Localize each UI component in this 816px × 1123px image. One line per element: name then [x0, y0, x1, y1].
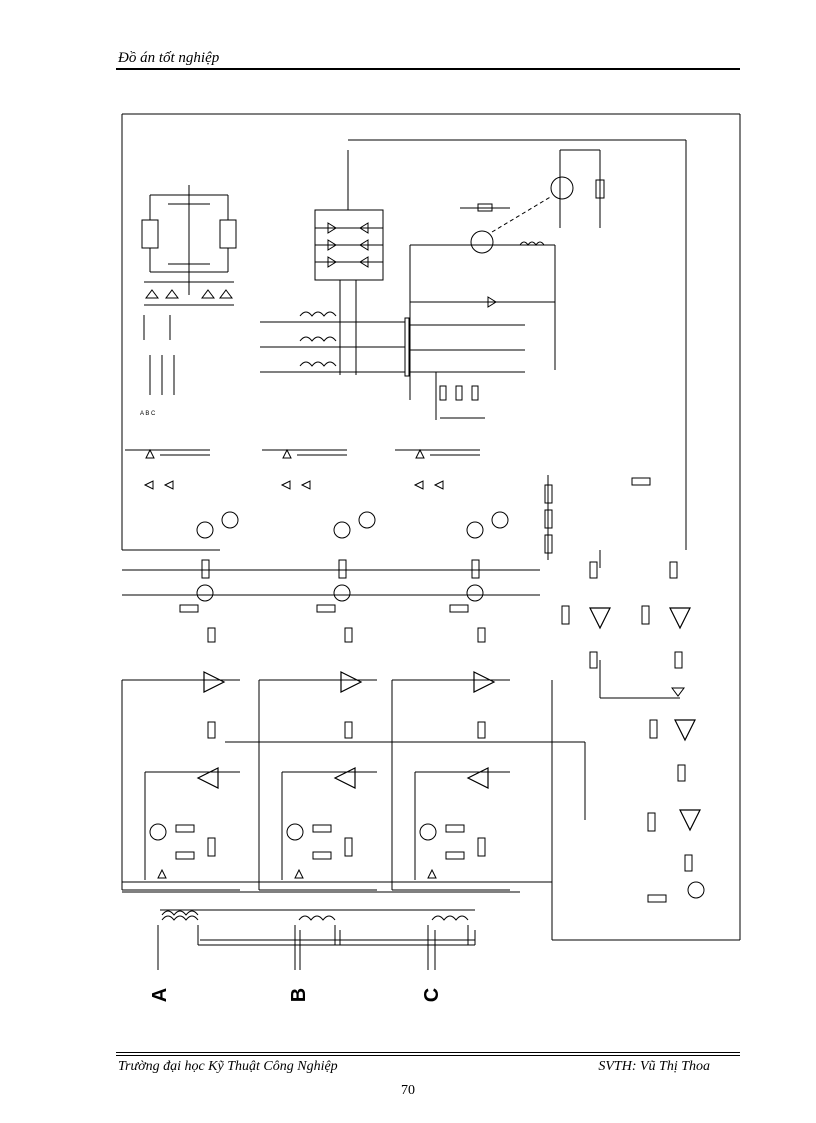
- footer-student: SVTH: Vũ Thị Thoa: [598, 1059, 710, 1074]
- phase-channel-a: [121, 448, 240, 970]
- feedback-frame: [121, 113, 741, 941]
- footer-university: Trường đại học Kỹ Thuật Công Nghiệp: [118, 1059, 338, 1074]
- phase-label-a: A: [149, 988, 171, 1002]
- power-supply-block: A B C: [140, 185, 237, 417]
- line-transformers: [157, 910, 476, 970]
- phase-label-b: B: [288, 988, 310, 1002]
- circuit-schematic: A B C: [121, 113, 741, 1002]
- header-title: Đồ án tốt nghiệp: [118, 50, 220, 66]
- shared-buses: [122, 569, 586, 941]
- svg-text:A B C: A B C: [140, 411, 156, 417]
- footer-divider: [116, 1052, 740, 1053]
- phase-label-c: C: [421, 988, 443, 1002]
- rectifier-bridge: [260, 139, 687, 550]
- phase-channel-c: [391, 448, 510, 970]
- header-divider: [116, 68, 740, 70]
- page-number: 70: [401, 1083, 415, 1098]
- motor-section: [409, 149, 605, 420]
- footer-divider-secondary: [116, 1055, 740, 1056]
- regulator-stack: [544, 475, 705, 903]
